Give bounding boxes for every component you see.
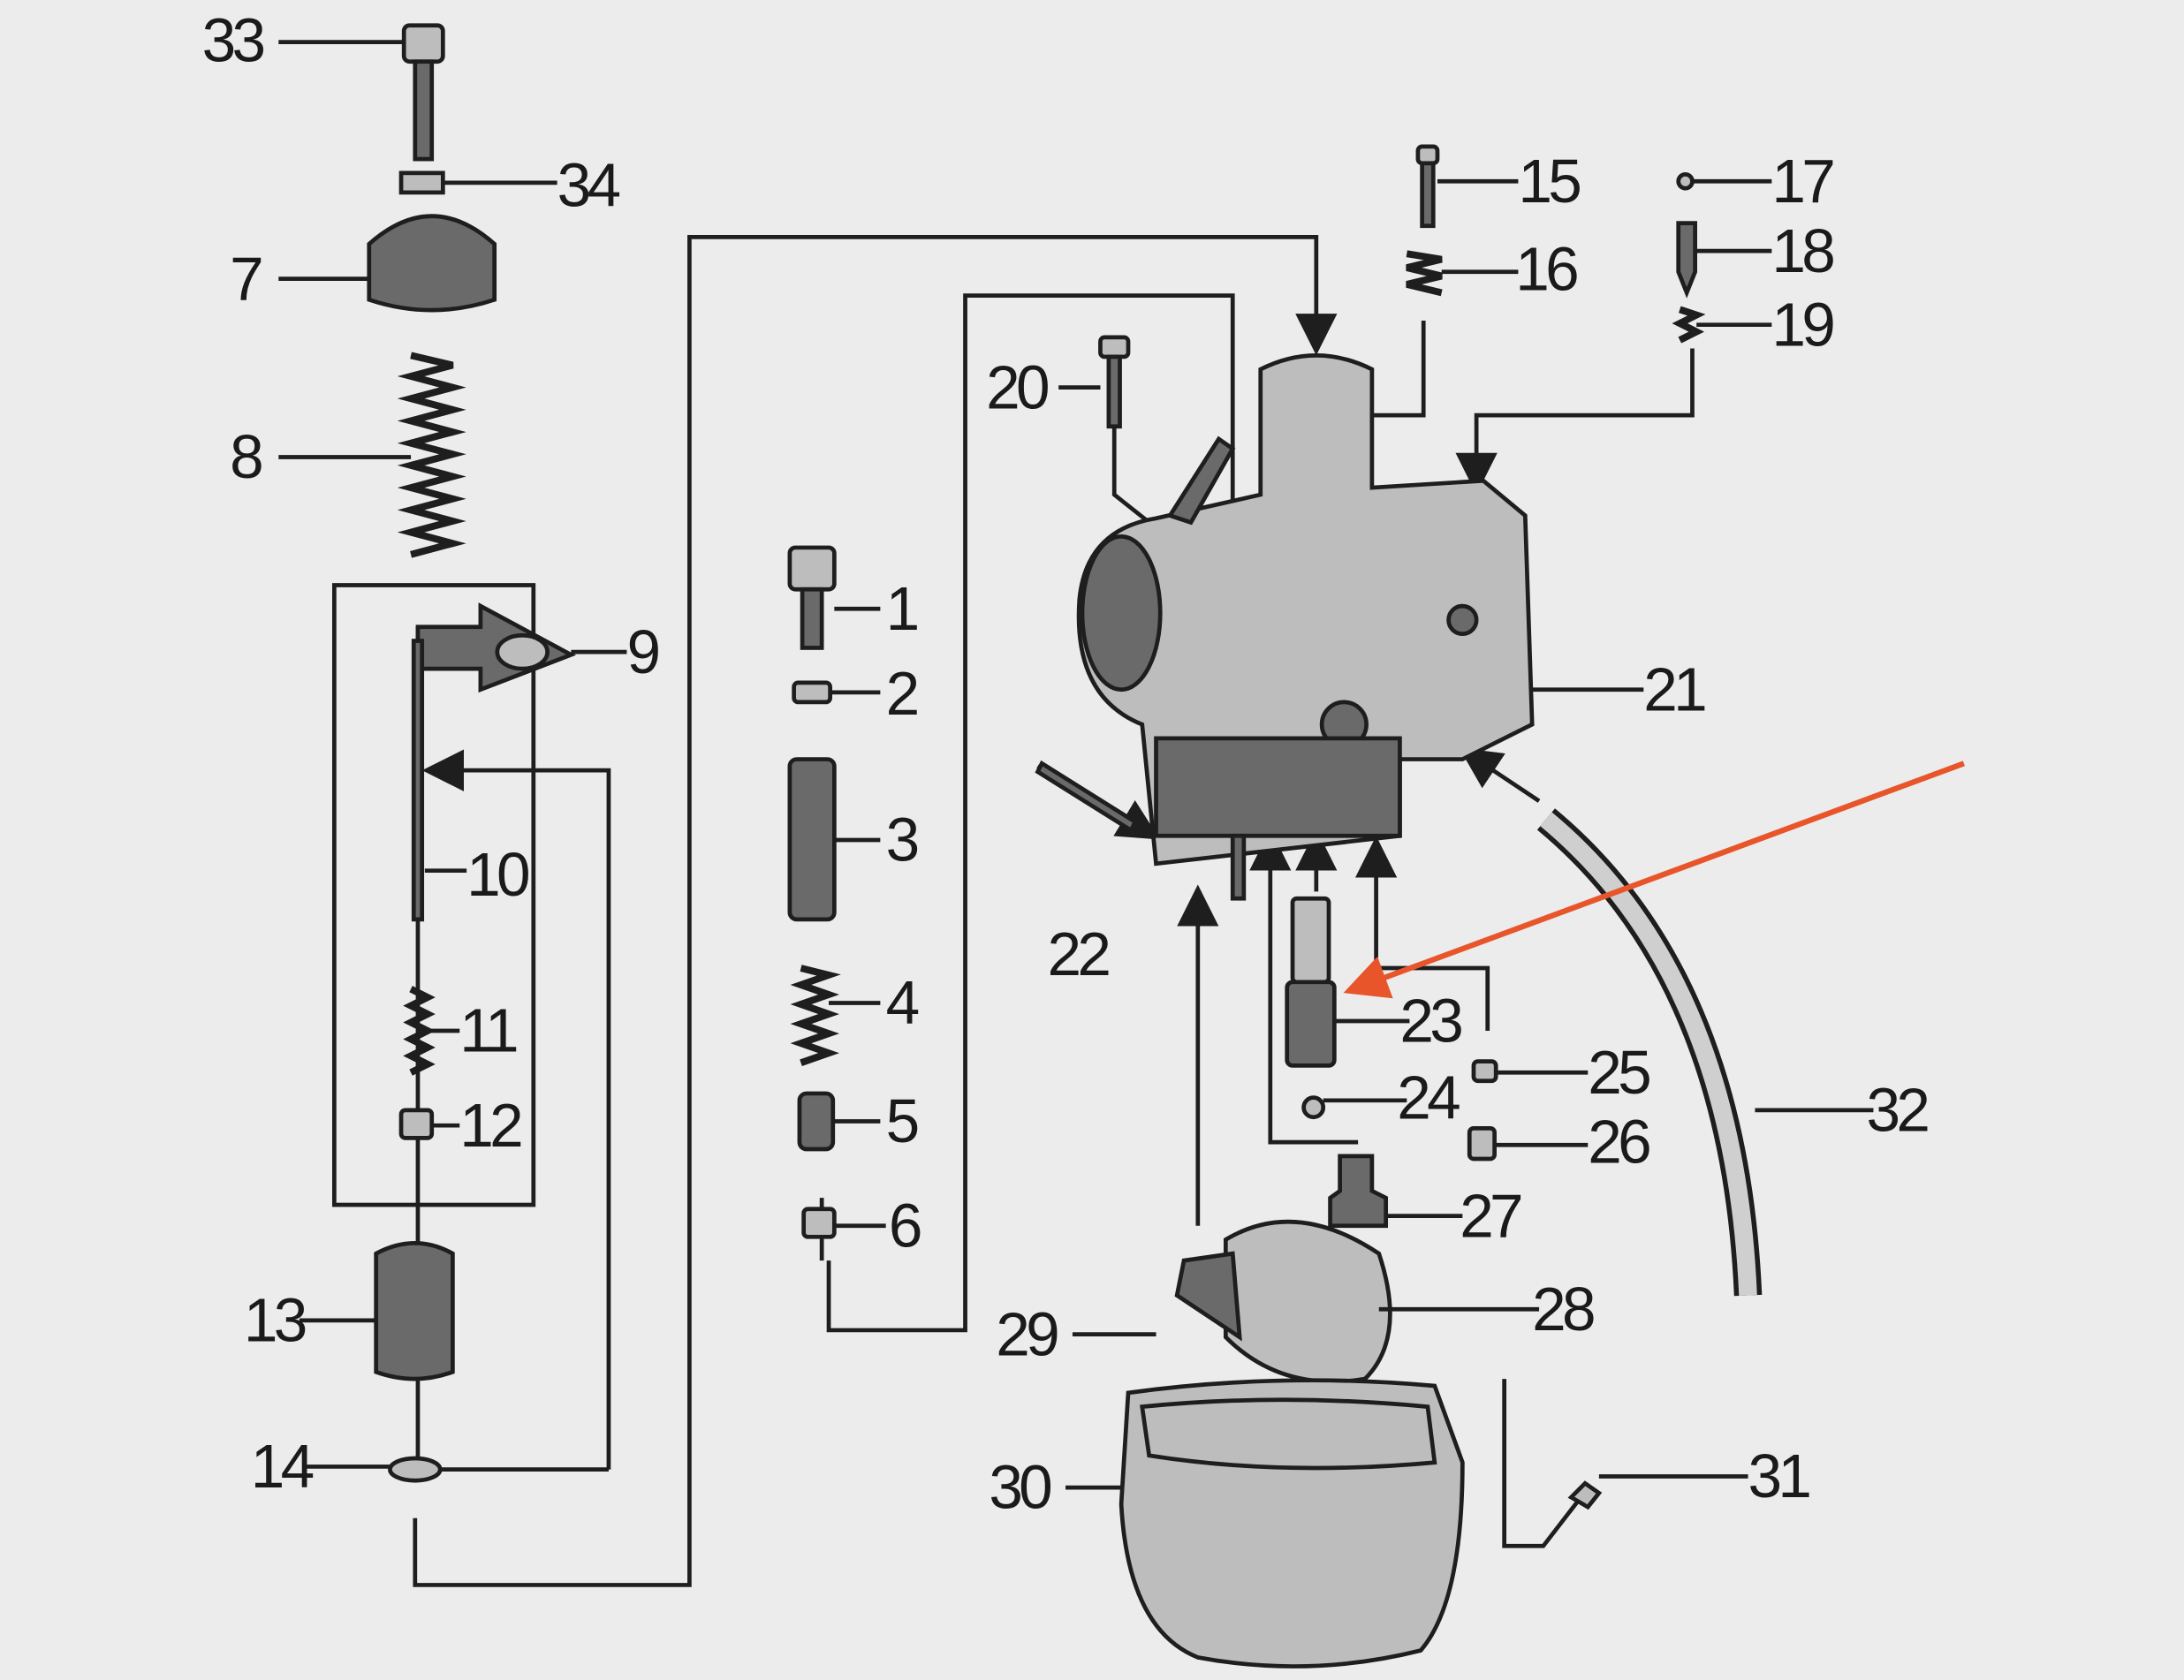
label-4: 4 xyxy=(886,968,919,1037)
slide-13 xyxy=(374,1241,455,1381)
label-13: 13 xyxy=(244,1286,306,1355)
label-24: 24 xyxy=(1397,1063,1460,1131)
spring-19 xyxy=(1672,306,1706,344)
label-7: 7 xyxy=(230,244,262,313)
label-16: 16 xyxy=(1515,234,1577,303)
label-1: 1 xyxy=(886,574,918,643)
label-32: 32 xyxy=(1867,1075,1929,1144)
label-26: 26 xyxy=(1588,1108,1649,1177)
label-28: 28 xyxy=(1532,1275,1594,1343)
jet-holder-3 xyxy=(787,757,837,922)
needle-18 xyxy=(1676,221,1698,299)
label-3: 3 xyxy=(886,806,918,874)
carburetor-body-parts xyxy=(1035,144,1763,1669)
gasket-29 xyxy=(1140,1397,1437,1471)
label-29: 29 xyxy=(996,1299,1058,1368)
part-labels: 33 34 7 8 9 10 11 12 13 14 1 2 3 4 5 6 1… xyxy=(202,6,1933,1522)
label-34: 34 xyxy=(557,151,620,220)
cap-7 xyxy=(367,214,497,313)
label-9: 9 xyxy=(626,617,658,686)
part-17 xyxy=(1676,172,1695,191)
label-31: 31 xyxy=(1748,1442,1810,1510)
screw-31 xyxy=(1567,1480,1603,1510)
label-33: 33 xyxy=(202,6,264,75)
label-25: 25 xyxy=(1588,1038,1649,1107)
label-10: 10 xyxy=(466,840,528,909)
screw-26 xyxy=(1467,1125,1497,1162)
float-bowl-30 xyxy=(1119,1378,1465,1669)
screw-shaft-33 xyxy=(413,59,435,162)
screw-25 xyxy=(1471,1059,1498,1084)
screw-1 xyxy=(787,545,837,592)
middle-stack-parts xyxy=(787,545,841,1239)
annotation-arrow xyxy=(1343,761,1966,999)
screw-15 xyxy=(1415,144,1440,166)
washer-12 xyxy=(398,1108,435,1140)
clip-14 xyxy=(388,1456,443,1483)
sleeve-5 xyxy=(797,1091,836,1152)
spring-4 xyxy=(790,965,841,1066)
screw-20 xyxy=(1098,335,1131,359)
label-5: 5 xyxy=(886,1086,918,1155)
label-30: 30 xyxy=(989,1453,1050,1522)
label-11: 11 xyxy=(459,996,517,1065)
label-27: 27 xyxy=(1460,1181,1521,1250)
label-12: 12 xyxy=(459,1091,521,1160)
label-18: 18 xyxy=(1771,216,1833,285)
screw-24 xyxy=(1301,1095,1326,1120)
label-14: 14 xyxy=(251,1432,314,1501)
label-23: 23 xyxy=(1399,987,1461,1056)
label-2: 2 xyxy=(886,659,918,728)
connector-lines xyxy=(332,234,1695,1587)
screw-22 xyxy=(1035,760,1138,834)
screw-33 xyxy=(401,23,445,64)
label-22: 22 xyxy=(1048,919,1110,988)
float-28 xyxy=(1223,1219,1392,1384)
label-15: 15 xyxy=(1518,147,1580,216)
label-8: 8 xyxy=(230,422,262,491)
label-21: 21 xyxy=(1643,655,1705,723)
label-19: 19 xyxy=(1771,290,1833,359)
washer-6 xyxy=(801,1207,837,1239)
label-leaders xyxy=(278,40,1874,1490)
label-6: 6 xyxy=(889,1191,921,1260)
label-20: 20 xyxy=(986,352,1048,421)
needle-valve-27 xyxy=(1328,1154,1389,1229)
needle-10 xyxy=(411,639,425,922)
screw-shaft-1 xyxy=(800,586,824,650)
jet-23 xyxy=(1290,896,1331,985)
spring-16 xyxy=(1406,250,1443,297)
washer-34 xyxy=(398,170,445,195)
label-17: 17 xyxy=(1771,147,1833,216)
spring-8 xyxy=(397,352,466,558)
left-stack-parts xyxy=(367,23,577,1483)
nut-2 xyxy=(792,680,832,705)
